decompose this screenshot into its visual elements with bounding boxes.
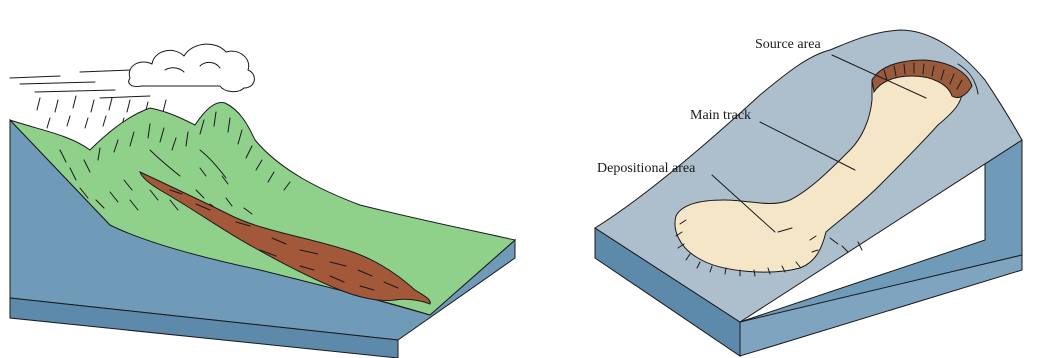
source-area-label: Source area bbox=[755, 37, 821, 52]
right-block-diagram: Source area Main track Depositional area bbox=[595, 30, 1022, 356]
storm-cloud bbox=[10, 44, 254, 98]
depositional-area-label: Depositional area bbox=[597, 161, 696, 176]
main-track-label: Main track bbox=[690, 108, 751, 123]
left-block-diagram bbox=[10, 44, 515, 358]
